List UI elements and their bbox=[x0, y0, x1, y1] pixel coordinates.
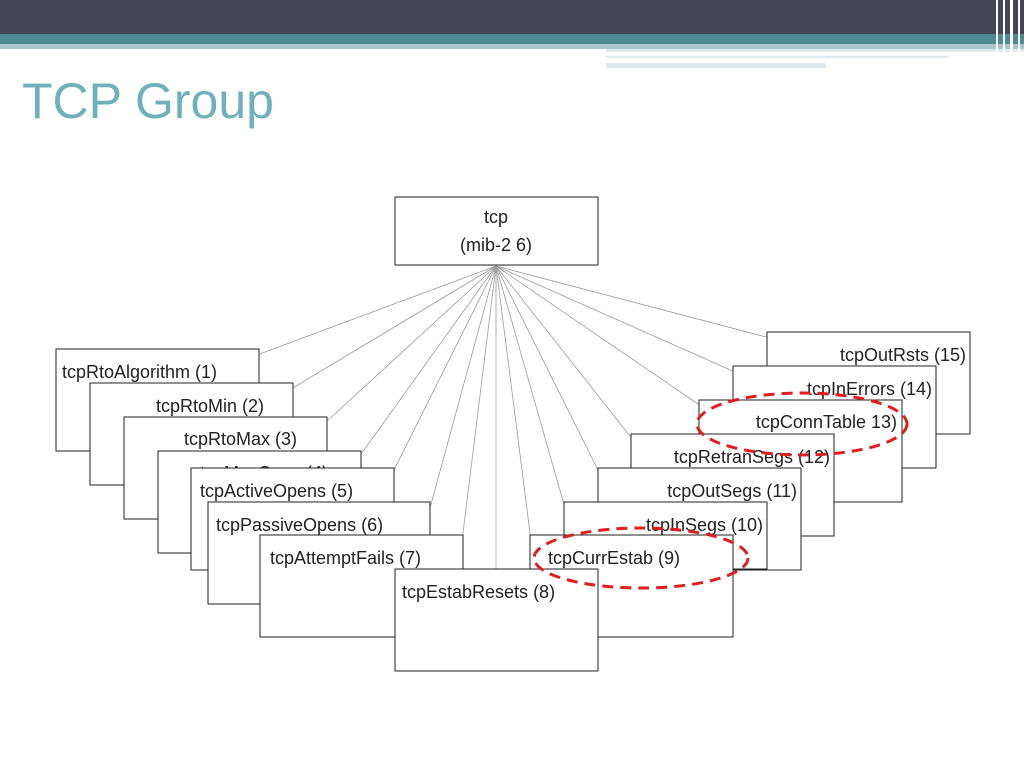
child-node-label: tcpCurrEstab (9) bbox=[548, 548, 680, 568]
child-node-label: tcpInErrors (14) bbox=[807, 379, 932, 399]
child-node-box bbox=[394, 568, 599, 672]
accent-stripe bbox=[0, 34, 1024, 44]
edge-line bbox=[324, 265, 497, 424]
child-node-label: tcpOutSegs (11) bbox=[667, 481, 797, 501]
highlight-ellipse bbox=[532, 526, 750, 590]
child-node-label: tcpEstabResets (8) bbox=[402, 582, 555, 602]
child-node-label: tcpRetranSegs (12) bbox=[674, 447, 830, 467]
edge-line bbox=[256, 265, 497, 356]
child-node-label: tcpRtoMin (2) bbox=[156, 396, 264, 416]
edge-line bbox=[461, 265, 497, 542]
edge-line bbox=[495, 265, 736, 373]
header-bar bbox=[0, 0, 1024, 34]
highlights bbox=[532, 391, 909, 590]
child-node-label: tcpPassiveOpens (6) bbox=[216, 515, 383, 535]
accent-stripe-light bbox=[0, 44, 1024, 49]
edge-line bbox=[358, 265, 497, 458]
decor-bar bbox=[996, 0, 998, 70]
decor-bar bbox=[1010, 0, 1013, 70]
edge-line bbox=[495, 265, 702, 407]
decor-bar bbox=[1003, 0, 1005, 70]
accent-line bbox=[606, 49, 1024, 52]
child-node-label: tcpAttemptFails (7) bbox=[270, 548, 421, 568]
child-node-label: tcpConnTable 13) bbox=[756, 412, 897, 432]
edge-line bbox=[495, 265, 771, 339]
root-node-box bbox=[394, 196, 599, 266]
accent-line bbox=[606, 56, 948, 58]
child-node-label: tcpInSegs (10) bbox=[646, 515, 763, 535]
decor-bar bbox=[1018, 0, 1020, 70]
edge-line bbox=[429, 265, 497, 509]
edge-line bbox=[290, 265, 497, 390]
edge-line bbox=[495, 265, 601, 475]
highlight-ellipse bbox=[695, 391, 909, 457]
slide-title: TCP Group bbox=[22, 73, 274, 129]
child-node-label: tcpRtoAlgorithm (1) bbox=[62, 362, 217, 382]
child-node-label: tcpRtoMax (3) bbox=[184, 429, 297, 449]
edges bbox=[256, 265, 771, 569]
edge-line bbox=[391, 265, 497, 475]
edge-line bbox=[495, 265, 532, 542]
child-node-label: tcpOutRsts (15) bbox=[840, 345, 966, 365]
accent-line bbox=[606, 63, 826, 68]
child-node-label: tcpActiveOpens (5) bbox=[200, 481, 353, 501]
nodes: tcpOutRsts (15) tcpInErrors (14) tcpConnTa… bbox=[55, 331, 971, 672]
root-node-sublabel: (mib-2 6) bbox=[460, 235, 532, 255]
edge-line bbox=[495, 265, 566, 509]
edge-line bbox=[495, 265, 634, 441]
root-node-label: tcp bbox=[484, 207, 508, 227]
child-node: tcpEstabResets (8) bbox=[394, 568, 599, 672]
root-node: tcp (mib-2 6) bbox=[394, 196, 599, 266]
